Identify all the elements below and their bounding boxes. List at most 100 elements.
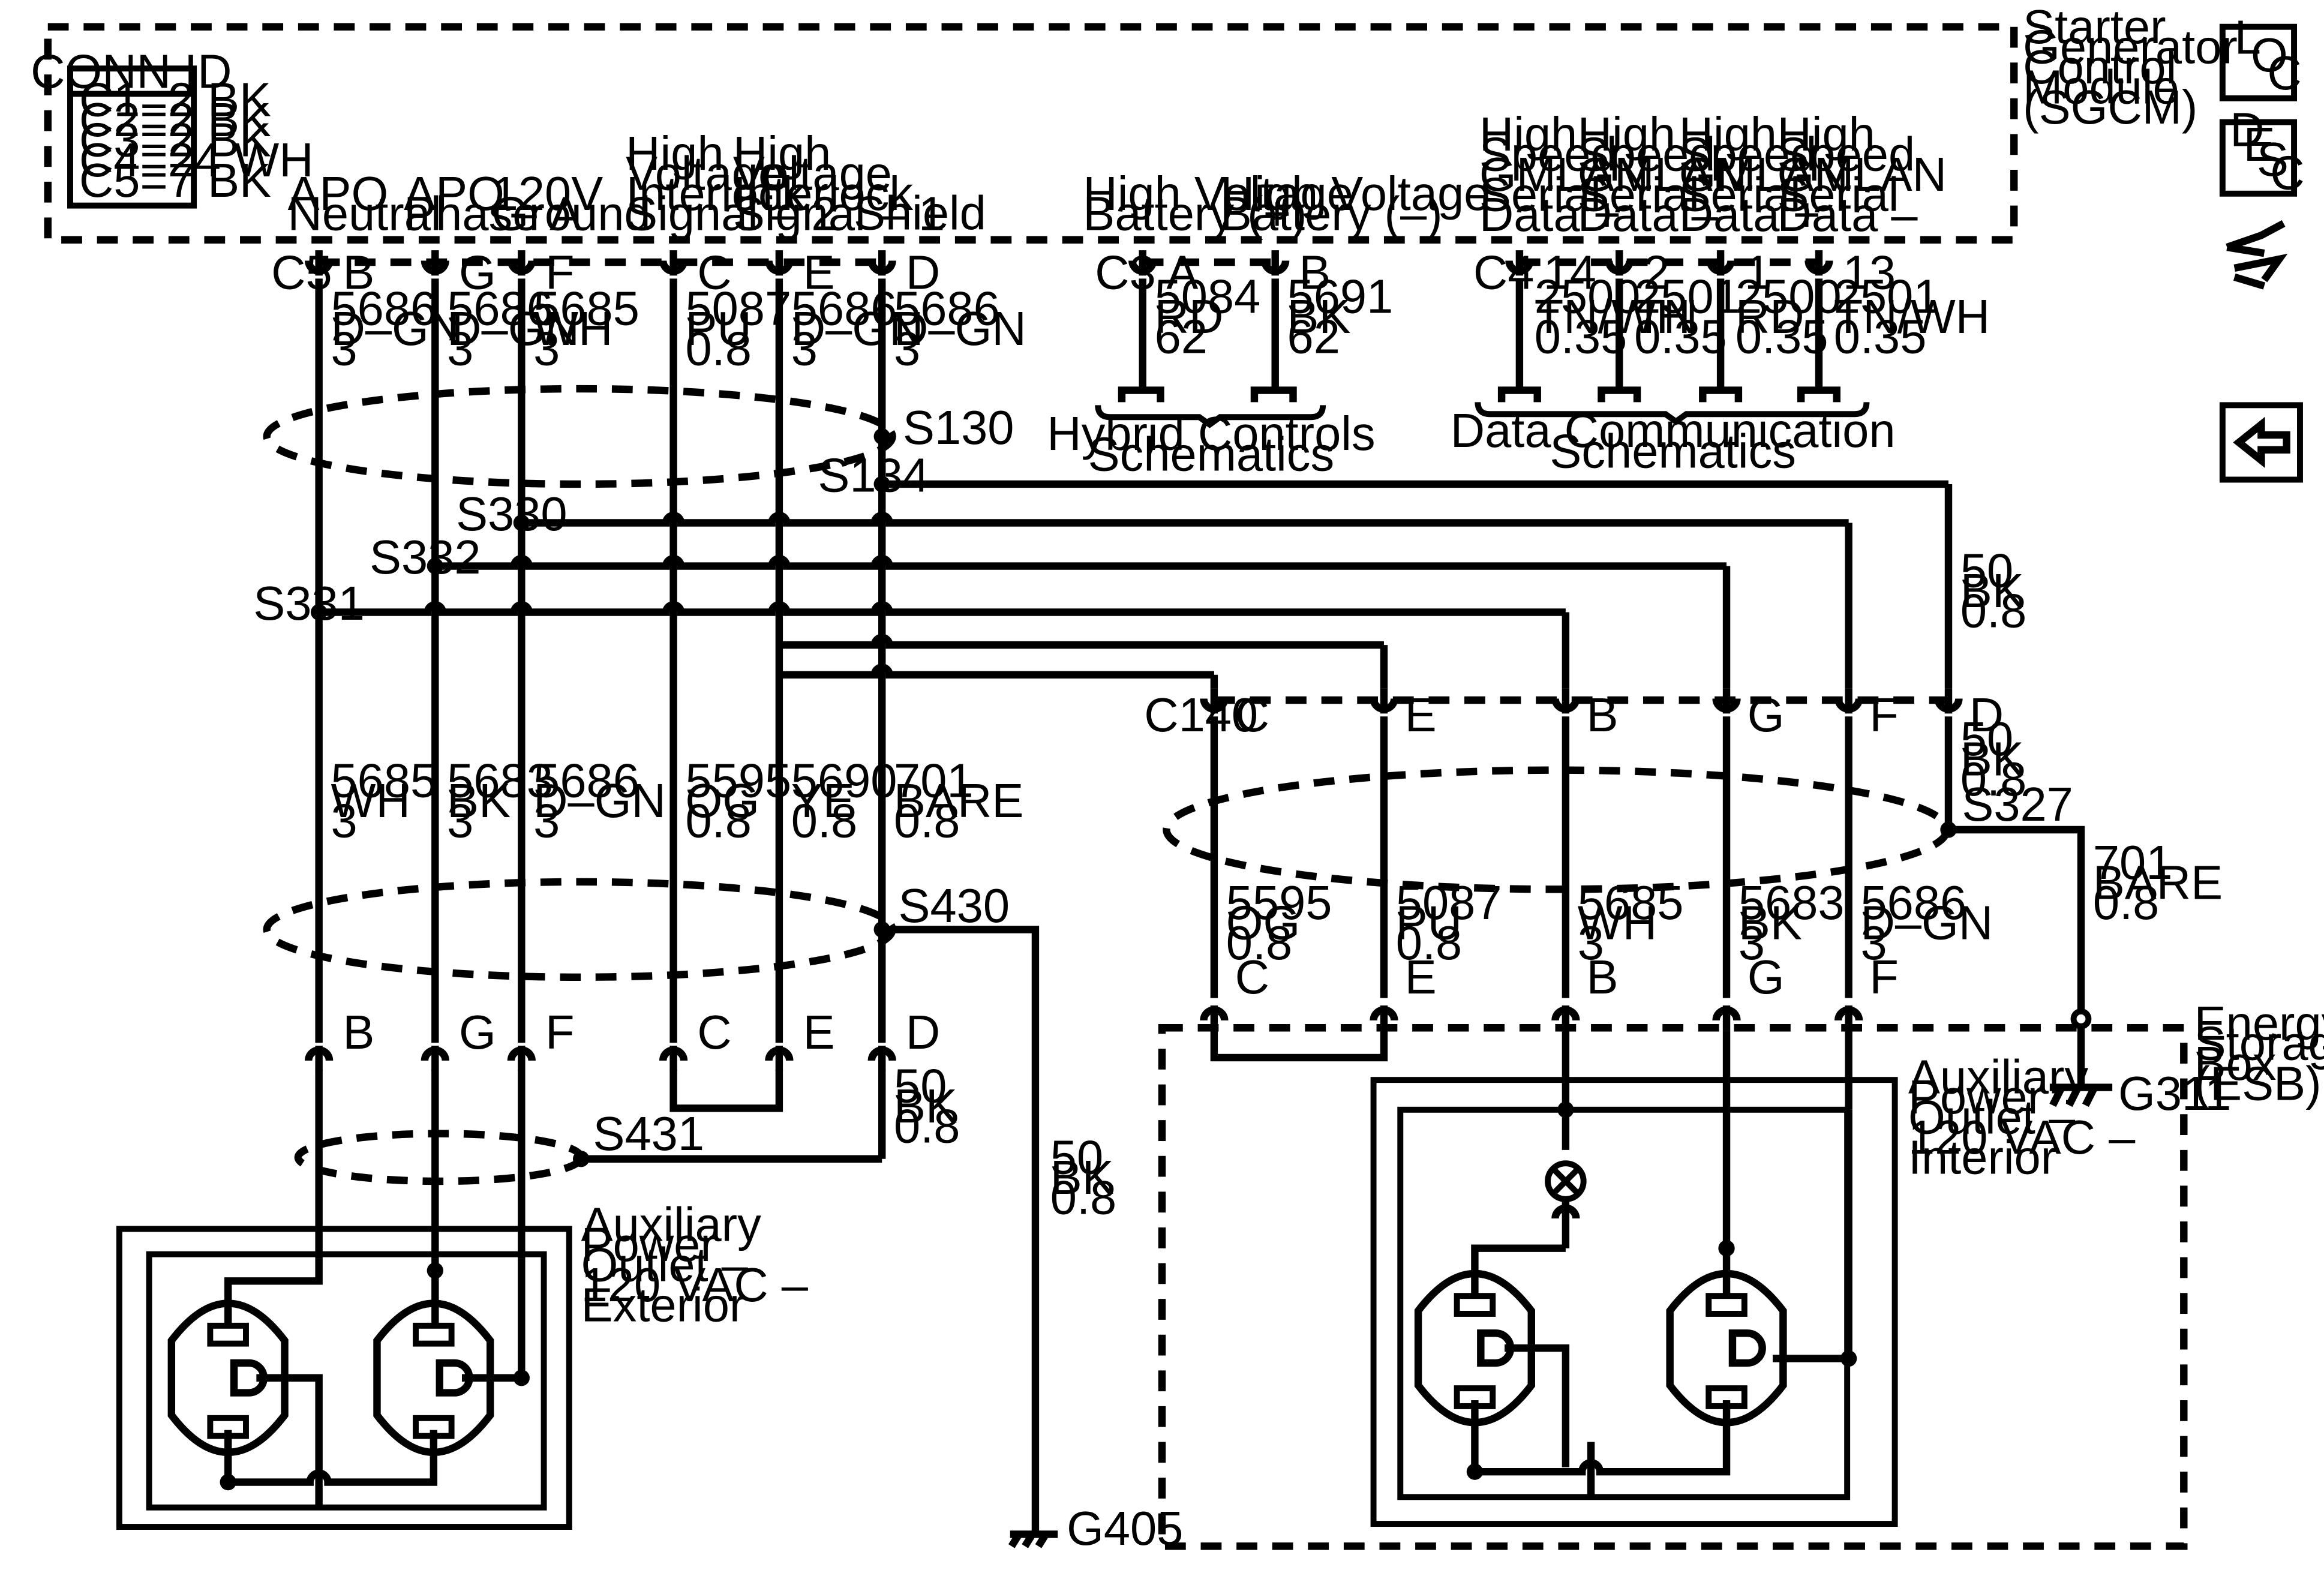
wire-label-c140: 3 [1578,916,1604,969]
wire-label-c140-d: BK [1960,732,2024,785]
connector-ext-outlet-pin-letter: B [343,1005,374,1059]
connector-c140-pin-letter: B [1587,688,1619,742]
wire-label-g405: BK [1050,1151,1114,1204]
connector-c3-pin-letter: B [1299,246,1331,299]
interior-outlet-label: 120 VAC – [1908,1110,2136,1164]
wire-label-c3: 5084 [1155,269,1261,323]
wire-label-c140: 5683 [1739,876,1845,929]
module-name-label: Module [2023,61,2179,114]
wire-label-mid: YE [791,774,855,827]
wire-label-c5: 3 [447,322,473,375]
pin-label-gmlan-data-neg: GMLAN [1578,148,1747,201]
exterior-outlet-inner [146,1251,547,1511]
wire-label-c3: BK [1287,290,1351,343]
wire-label-mid: 5683 [447,754,553,807]
module-name-label: Control [2023,40,2176,94]
wire-label-c5: 0.8 [685,322,751,375]
lamp-indicator-icon [1551,1167,1580,1196]
loc-icon-letter: L [2235,10,2261,64]
interior-receptacle [1666,1269,1787,1427]
wire-label-mid: 0.8 [791,794,857,847]
conn-id-item: C1=2 BK [79,73,271,127]
energy-storage-box-label: Energy [2194,996,2324,1050]
energy-storage-box-label: Box [2194,1037,2277,1090]
wire-label-c140: 3 [1861,916,1887,969]
wire-label-c3: 5691 [1287,269,1394,323]
wire-label-s327: 0.8 [2093,876,2159,929]
connector-esb-pin-letter: C [1235,950,1269,1004]
connector-esb-pin-letter: B [1587,950,1619,1004]
module-name-label: Starter [2023,0,2166,53]
wire-interior-neutral-link [1471,1400,1731,1476]
wire-label-c4: 0.35 [1834,310,1927,363]
connector-esb-pin-letter: G [1747,950,1785,1004]
exterior-outlet-outer [116,1226,572,1530]
splice-label-s134: S134 [818,448,929,502]
exterior-outlet-label: Outlet – [581,1238,749,1291]
connector-esb-pin-letter: E [1405,950,1437,1004]
splice-label-s431: S431 [593,1107,705,1160]
pin-label-hvil-2: Signal – 2 [626,187,837,241]
wire-label-c140: 5595 [1226,876,1332,929]
wire-label-c140: D–GN [1861,896,1993,950]
wire-label-c140: 5685 [1578,876,1684,929]
pin-label-apo-phase-a: Phase A [404,187,581,241]
wire-label-c3: RD [1155,290,1224,343]
data-communication-reference: Data Communication [1451,404,1896,457]
shield-splice-ellipse [263,385,896,488]
wire-label-c5: 5686 [447,281,553,335]
junction-dot [1718,1240,1735,1257]
wire-label-s327: BARE [2093,855,2223,909]
junction-dot [1466,1463,1484,1480]
back-arrow-icon [2233,416,2290,469]
wire-label-mid: BARE [894,774,1023,827]
wire-label-mid: WH [331,774,410,827]
ground-g311-symbol [2049,1026,2113,1107]
pin-label-hv-battery-neg: Battery (–) [1220,187,1443,241]
connector-c4-pin-letter: 1 [1744,246,1771,299]
connector-c5-pin-letter: E [803,246,835,299]
wire-label-c140: BK [1739,896,1802,950]
connector-ext-outlet-pin-letter: D [906,1005,940,1059]
connector-ext-outlet-pin-letter: G [459,1005,496,1059]
hybrid-reference-bracket [1095,405,1326,428]
pin-label-hvil-2: Voltage [626,147,785,200]
connector-esb-pin-letter: F [1869,950,1899,1004]
data-comm-reference-bracket [1475,402,1870,425]
splice-label-s130: S130 [903,401,1014,454]
pin-label-hv-battery-pos: High Voltage [1083,167,1353,220]
desc-icon-letter: S [2257,133,2289,186]
wire-label-c4: TN/WH [1535,290,1691,343]
wire-label-c5: 5087 [685,281,791,335]
wire-label-c5: PU [685,302,751,355]
wire-label-c140: 0.8 [1226,916,1292,969]
wire-label-mid: 0.8 [685,794,751,847]
wire-label-c140: 5087 [1396,876,1502,929]
wire-label-s134: BK [1960,564,2024,617]
wire-hvil1-run [779,634,1384,649]
back-arrow-icon [2219,402,2303,483]
pin-label-shield: Shield [854,186,986,239]
wire-label-c140: 0.8 [1396,916,1462,969]
wire-label-c4: 0.35 [1736,310,1828,363]
exterior-receptacle [167,1299,289,1456]
connector-c140-pin-letter: F [1869,688,1899,742]
pin-label-gmlan-data-pos: Speed [1679,127,1817,181]
pin-label-gmlan-data-pos: GMLAN [1479,148,1649,201]
conn-id-item: C3=2 BK [79,113,271,167]
wire-label-mid: 5685 [331,754,437,807]
splice-s431 [572,1151,590,1167]
pin-label-120v-ground: 120V [492,167,603,220]
pin-label-apo-neutral: Neutral [288,187,442,241]
splice-label-s327: S327 [1962,778,2073,831]
wire-label-mid: OG [685,774,759,827]
energy-storage-box-label: Storage [2194,1017,2324,1070]
energy-storage-box-label: (ESB) [2194,1057,2322,1110]
wire-label-g405: 50 [1050,1131,1103,1184]
wire-label-c5: D–GN [791,302,924,355]
pin-label-gmlan-data-pos: High [1679,107,1777,161]
interior-outlet-label: Power [1908,1070,2043,1124]
wire-label-c140: 5686 [1861,876,1967,929]
interior-outlet-label: Outlet – [1908,1091,2076,1144]
interior-outlet-label: Interior [1908,1131,2056,1184]
